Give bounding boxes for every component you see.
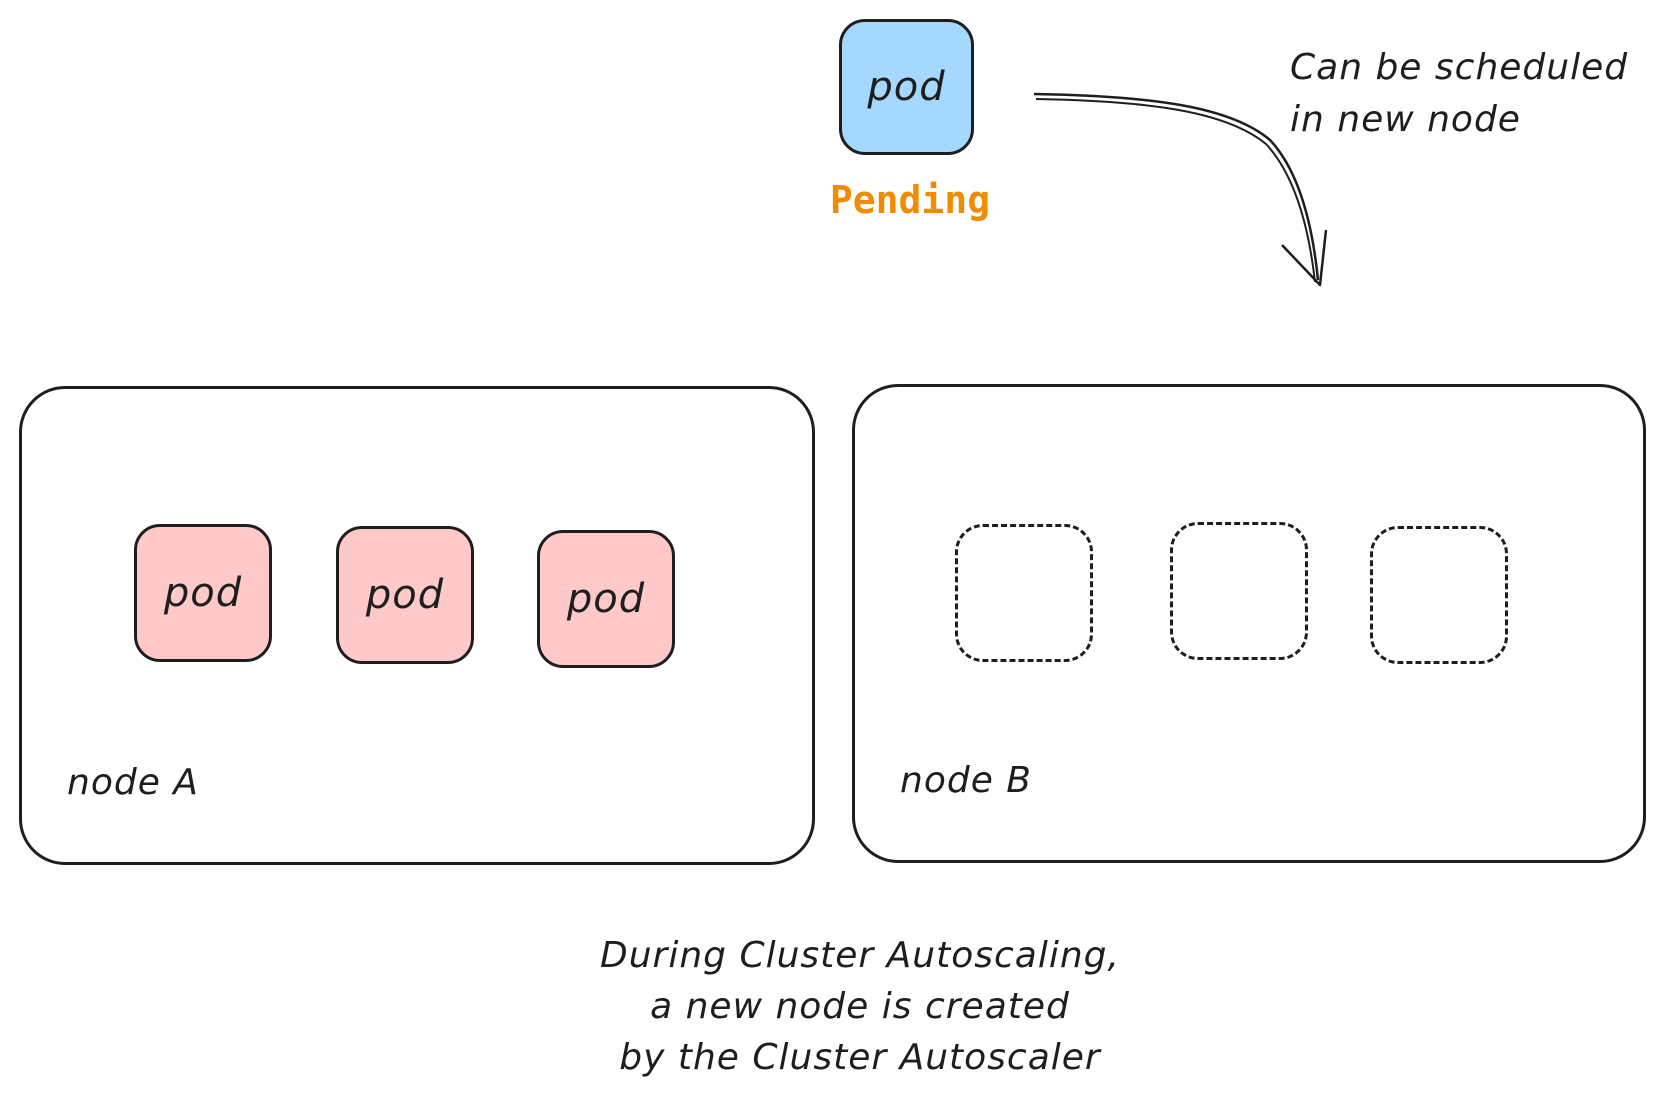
annotation-line-2: in new node [1290,99,1521,140]
node-b-label: node B [900,760,1032,801]
node-b-empty-slot-1 [955,524,1093,662]
node-a-box [19,386,815,865]
node-a-pod-1: pod [134,524,272,662]
pending-status-label: Pending [829,178,991,222]
node-a-pod-2: pod [336,526,474,664]
pod-label: pod [163,570,243,616]
pending-pod-label: pod [867,64,946,110]
node-a-label: node A [67,762,199,803]
schedule-arrow-icon [1033,92,1328,287]
pod-label: pod [365,572,445,618]
schedule-annotation: Can be scheduled in new node [1290,42,1628,146]
caption-line-1: During Cluster Autoscaling, [600,935,1120,976]
caption-line-2: a new node is created [650,986,1070,1027]
node-b-box [852,384,1646,863]
caption-line-3: by the Cluster Autoscaler [619,1037,1101,1078]
node-a-pod-3: pod [537,530,675,668]
pod-label: pod [566,576,646,622]
pending-pod-box: pod [839,19,974,155]
annotation-line-1: Can be scheduled [1290,47,1629,88]
node-b-empty-slot-2 [1170,522,1308,660]
diagram-caption: During Cluster Autoscaling, a new node i… [480,930,1240,1083]
node-b-empty-slot-3 [1370,526,1508,664]
